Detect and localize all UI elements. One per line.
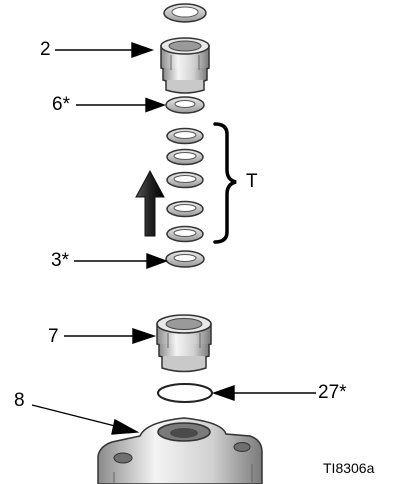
packing-bracket	[213, 122, 237, 244]
callout-27: 27*	[318, 382, 347, 403]
gland-nut-part-2	[160, 37, 210, 94]
lower-nut-part-7	[156, 314, 212, 373]
figure-id: TI8306a	[323, 460, 375, 476]
callout-2: 2	[40, 39, 51, 60]
callout-7: 7	[48, 326, 59, 347]
leader-lines	[31, 42, 316, 435]
packing-ring	[166, 148, 204, 166]
callout-t: T	[246, 171, 258, 192]
packing-ring	[166, 200, 204, 218]
ring-part-3	[165, 250, 205, 268]
o-ring-part-27	[157, 383, 213, 403]
packing-stack-t	[166, 127, 204, 243]
housing-base-part-8	[97, 417, 263, 484]
packing-ring	[166, 171, 204, 189]
packing-ring	[166, 225, 204, 243]
callout-8: 8	[14, 390, 25, 411]
callout-3: 3*	[51, 250, 69, 271]
top-ring-part	[163, 3, 207, 23]
packing-ring	[166, 127, 204, 145]
up-arrow-icon	[135, 169, 165, 237]
ring-part-6	[165, 96, 205, 114]
callout-6: 6*	[52, 94, 70, 115]
